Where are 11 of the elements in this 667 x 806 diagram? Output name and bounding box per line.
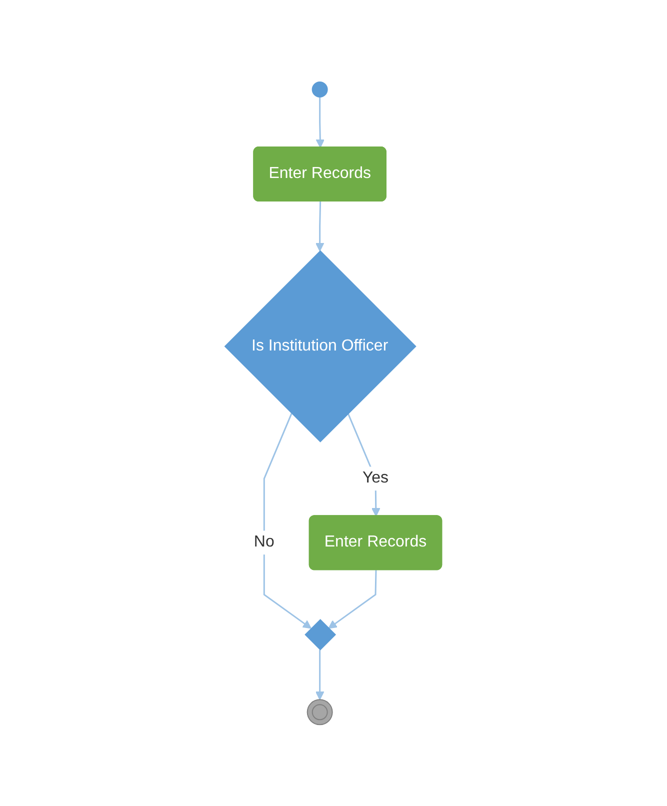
arrow [316,201,324,252]
node-diamond: Is Institution Officer [224,250,417,442]
node-circle [307,698,333,725]
arrow [316,649,324,700]
edge-label: No [254,533,275,550]
node-diamond [304,618,336,650]
arrow [264,412,312,628]
arrow [316,96,325,148]
edge-label: Yes [362,469,389,486]
arrow [328,570,377,628]
node-circle [312,81,328,98]
